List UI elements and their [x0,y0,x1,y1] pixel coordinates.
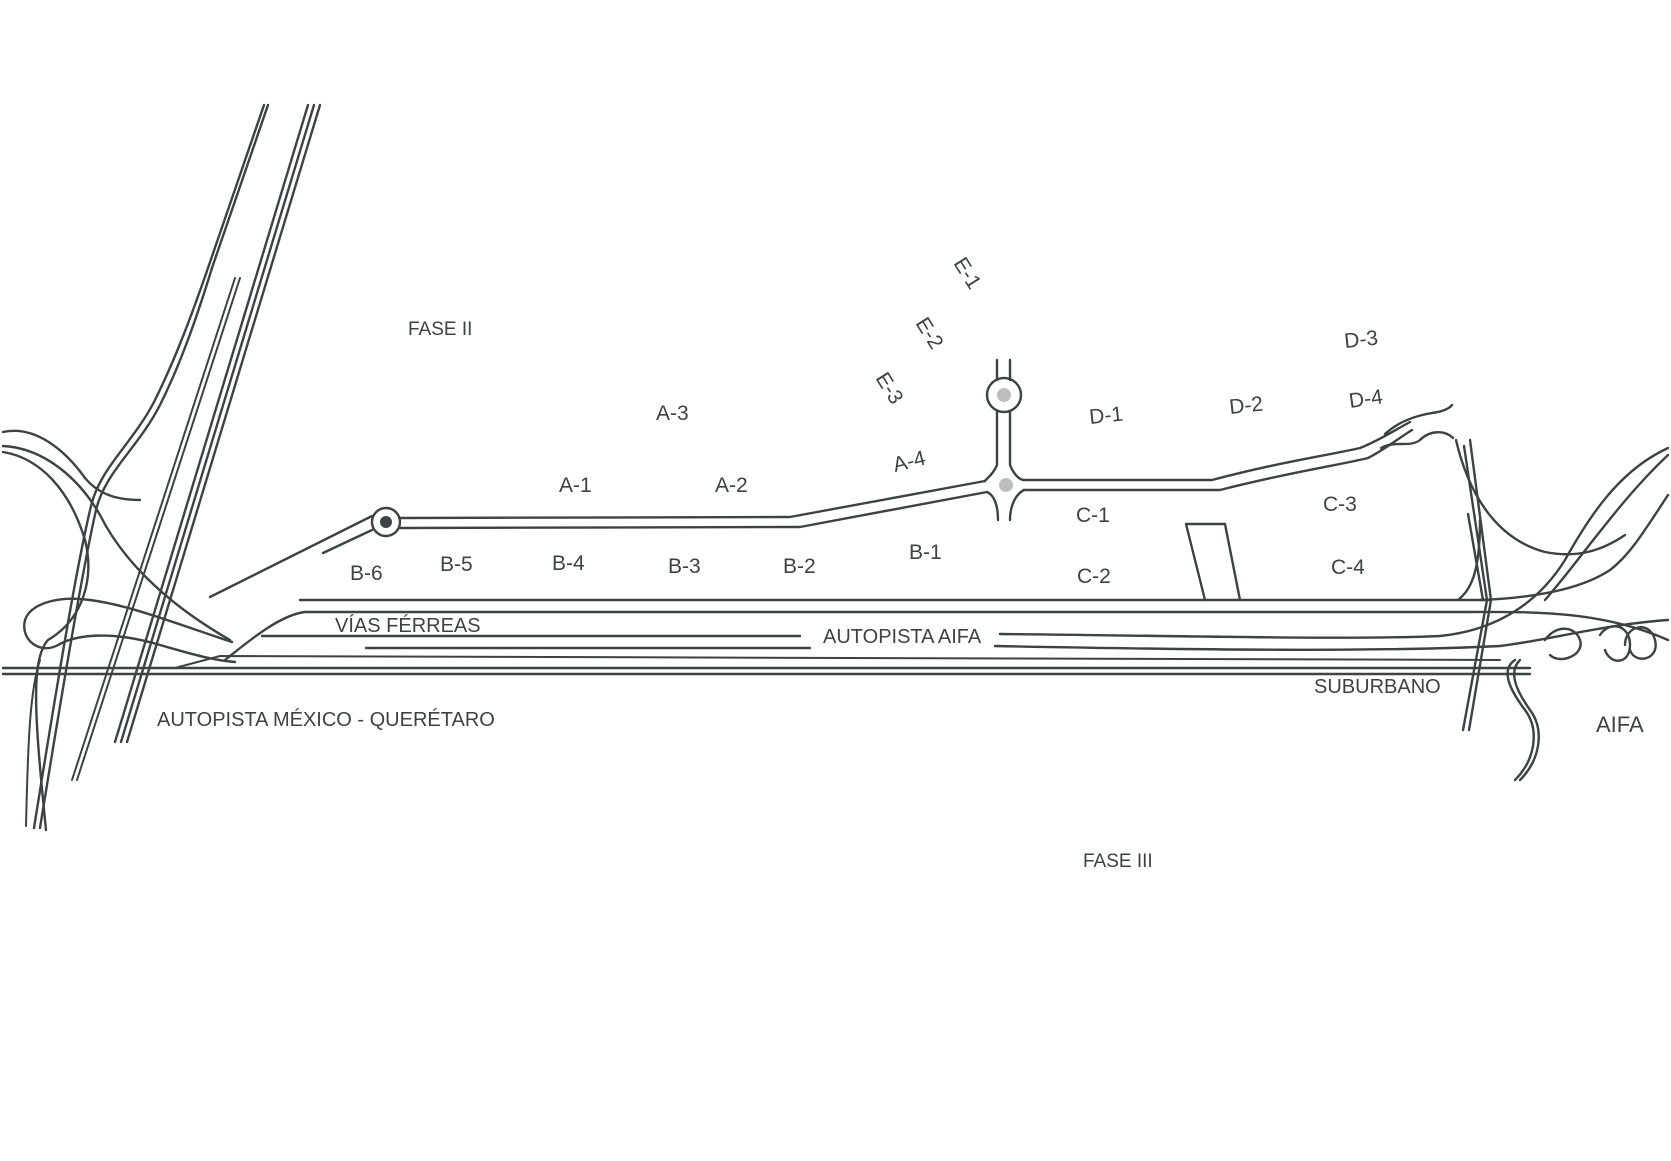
lot-label-b4: B-4 [552,552,585,575]
lot-label-b3: B-3 [668,555,701,578]
aifa-connectors [1454,438,1670,782]
lot-label-e3: E-3 [871,368,908,408]
zone-label-fase-iii: FASE III [1083,851,1153,872]
lot-label-d3: D-3 [1343,327,1379,353]
road-label-suburbano: SUBURBANO [1314,676,1441,698]
north-spur-road [983,358,1026,522]
lot-label-c3: C-3 [1323,493,1357,516]
autopista-mexico-queretaro [1,655,1532,676]
autopista-aifa [223,446,1670,662]
lot-label-a2: A-2 [715,474,748,497]
lot-label-c1: C-1 [1076,504,1110,527]
lot-label-b2: B-2 [783,555,816,578]
lot-label-b6: B-6 [350,562,383,585]
north-roundabout-node [997,388,1011,402]
lot-label-b5: B-5 [440,553,473,576]
zone-label-aifa: AIFA [1596,712,1644,737]
road-label-vias-ferreas: VÍAS FÉRREAS [335,614,481,637]
lot-label-d2: D-2 [1228,393,1264,419]
lot-label-e2: E-2 [911,313,948,353]
lot-label-a4: A-4 [891,447,929,477]
lot-label-b1: B-1 [909,541,942,564]
road-label-autopista-mexico-queretaro: AUTOPISTA MÉXICO - QUERÉTARO [157,708,495,731]
internal-avenue [208,403,1455,599]
lot-label-d1: D-1 [1088,403,1124,429]
lot-label-c2: C-2 [1077,565,1111,588]
zone-label-fase-ii: FASE II [408,319,472,340]
narrow-lot-block [1184,522,1242,602]
center-intersection-node [999,478,1013,492]
lot-label-a1: A-1 [559,474,592,497]
left-interchange [1,429,237,832]
lot-label-c4: C-4 [1331,556,1365,579]
lot-label-d4: D-4 [1347,385,1384,413]
lot-label-e1: E-1 [949,253,986,293]
lot-label-a3: A-3 [656,402,689,425]
west-roundabout-node [380,516,392,528]
road-label-autopista-aifa: AUTOPISTA AIFA [823,626,982,648]
north-south-highway [32,103,322,830]
